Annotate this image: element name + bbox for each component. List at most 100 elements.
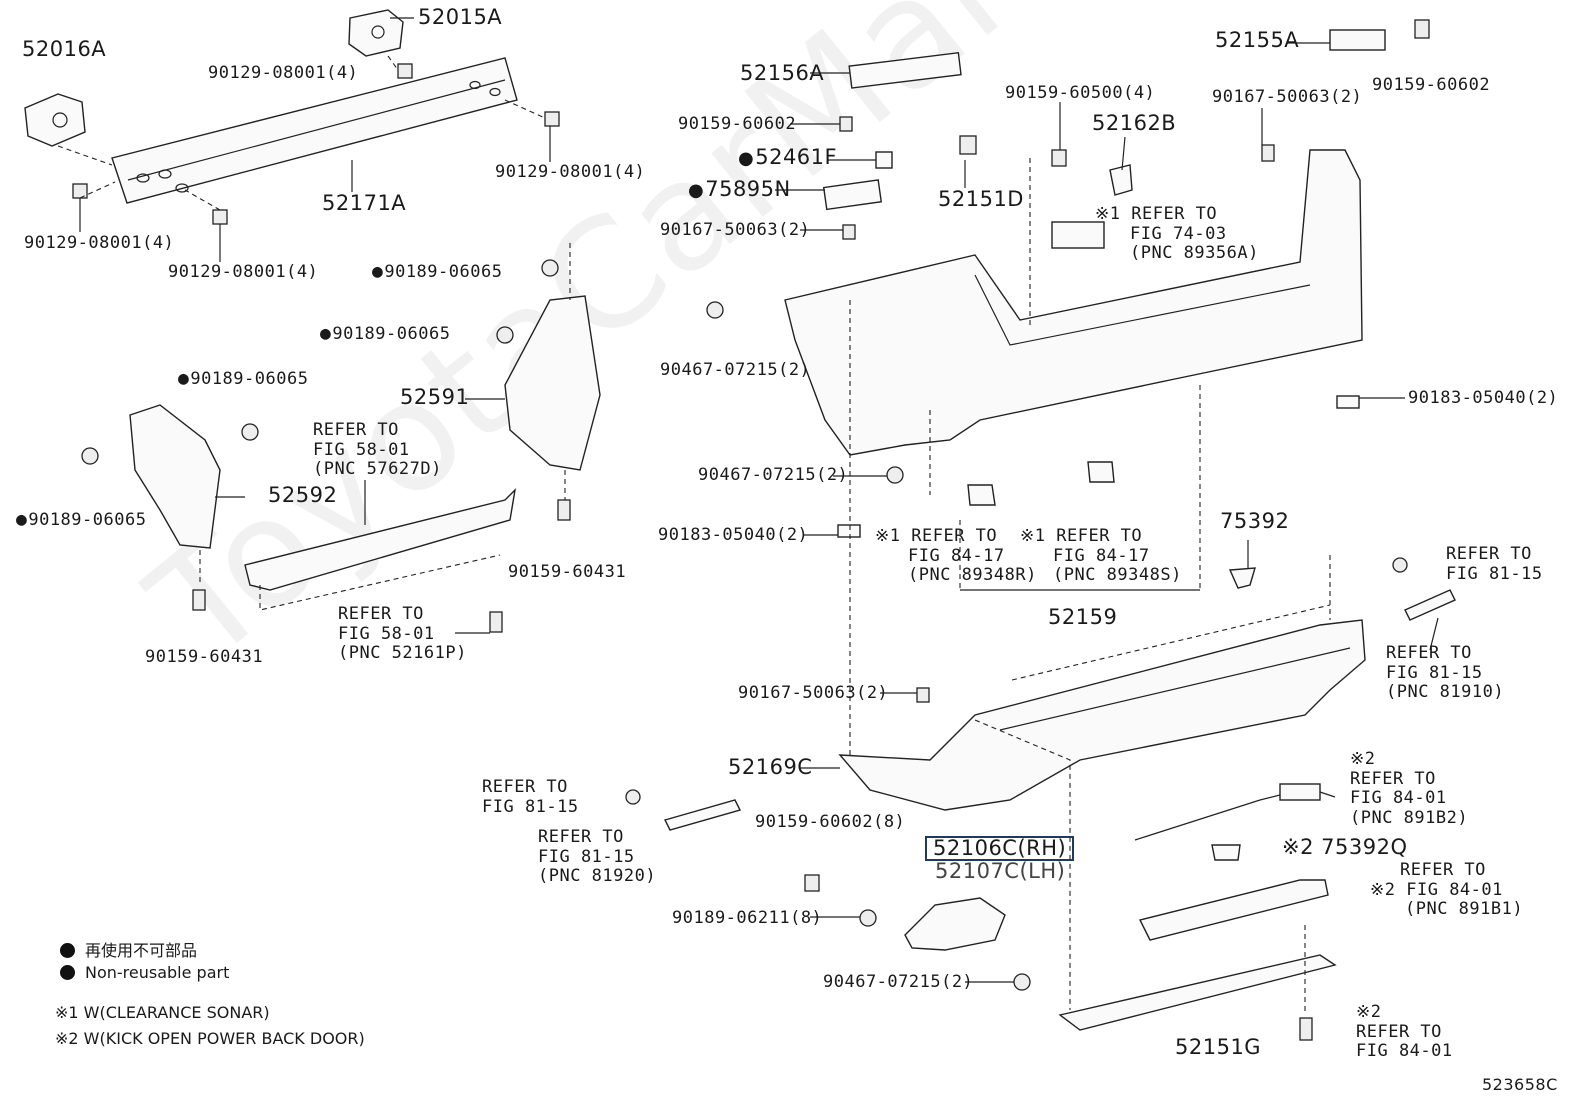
refer-text: FIG 84-01: [1406, 879, 1503, 900]
bolt-label-90467-b: 90467-07215(2): [698, 465, 849, 485]
part-label-75392q: 2 75392Q: [1282, 835, 1408, 859]
refer-line: 1 REFER TO: [1095, 204, 1259, 225]
refer-text: REFER TO: [1056, 526, 1143, 546]
refer-line: (PNC 57627D): [313, 459, 442, 479]
part-label-52015a: 52015A: [418, 5, 503, 29]
part-label-52171a: 52171A: [322, 191, 407, 215]
part-label-52107c: 52107C(LH): [935, 859, 1066, 883]
refer-line: (PNC 891B1): [1405, 899, 1524, 919]
refer-line: FIG 84-01: [1356, 1041, 1453, 1061]
refer-line: 1 REFER TO: [1020, 526, 1182, 547]
bracket-52155a-part: [1329, 29, 1386, 51]
mark-2: 2: [1350, 749, 1468, 770]
bracket-52016a-part: [24, 93, 86, 147]
part-label-52591: 52591: [400, 385, 470, 409]
refer-line: (PNC 89356A): [1130, 243, 1259, 263]
refer-fig-84-17-89348r: 1 REFER TO FIG 84-17 (PNC 89348R): [875, 526, 1037, 586]
mark-1: 1: [1020, 526, 1046, 546]
part-label-52151d: 52151D: [938, 187, 1024, 211]
refer-fig-81-15-top: REFER TO FIG 81-15: [1446, 544, 1543, 584]
refer-line: FIG 58-01: [338, 623, 435, 644]
non-reusable-dot-icon: [60, 943, 75, 958]
refer-line: REFER TO: [1356, 1021, 1442, 1042]
refer-line: REFER TO: [1386, 643, 1472, 663]
refer-fig-74-03: 1 REFER TO FIG 74-03 (PNC 89356A): [1095, 204, 1259, 264]
refer-line: 2 FIG 84-01: [1370, 879, 1523, 901]
part-label-52162b: 52162B: [1092, 111, 1177, 135]
part-label-75895n: 75895N: [688, 179, 791, 200]
bolt-label-90129-bottom: 90129-08001(4): [168, 262, 319, 282]
clip-label-90189-a: 90189-06065: [372, 262, 502, 282]
bolt-label-90159-60602-c: 90159-60602: [1372, 75, 1491, 95]
lower-cover-part: [838, 555, 1366, 811]
refer-text: REFER TO: [1400, 860, 1486, 880]
mark-2: 2: [1282, 835, 1314, 859]
refer-fig-84-01-891b2: 2 REFER TO FIG 84-01 (PNC 891B2): [1350, 749, 1469, 828]
refer-line: FIG 81-15: [1446, 563, 1543, 584]
refer-line: (PNC 52161P): [338, 643, 467, 663]
figure-id: 523658C: [1482, 1075, 1558, 1094]
bolt-label-90467-c: 90467-07215(2): [823, 972, 974, 992]
refer-line: (PNC 81920): [538, 866, 657, 886]
retainer-52591-part: [504, 243, 601, 521]
bolt-label-90129-right: 90129-08001(4): [495, 162, 646, 182]
bolt-label-90167-c: 90167-50063(2): [1212, 87, 1363, 107]
part-label-52155a: 52155A: [1215, 28, 1300, 52]
refer-line: (PNC 89348R): [908, 565, 1037, 585]
refer-fig-58-01-52161p: REFER TO FIG 58-01 (PNC 52161P): [338, 604, 467, 664]
bracket-52156a-part: [848, 51, 962, 89]
refer-text: REFER TO: [911, 526, 998, 546]
mark-2: 2: [1356, 1002, 1453, 1023]
refer-line: (PNC 891B2): [1350, 807, 1469, 828]
part-label-75392: 75392: [1220, 509, 1290, 533]
retainer-52592-part: [129, 404, 221, 611]
mark-1: 1: [1095, 204, 1121, 224]
lower-retainer-part: [1058, 954, 1337, 1031]
part-label-52156a: 52156A: [740, 61, 825, 85]
refer-line: REFER TO: [313, 420, 399, 440]
legend-en: Non-reusable part: [60, 963, 229, 982]
clip-label-90189-b: 90189-06065: [320, 324, 450, 344]
non-reusable-dot-icon: [60, 965, 75, 980]
bolt-label-90189-06211: 90189-06211(8): [672, 908, 823, 928]
bumper-cover-part: [784, 149, 1363, 591]
part-label-52016a: 52016A: [22, 37, 107, 61]
part-label-52106c-highlighted: 52106C(RH): [925, 836, 1075, 861]
refer-fig-84-01-891b1: REFER TO 2 FIG 84-01 (PNC 891B1): [1370, 860, 1524, 920]
refer-line: FIG 81-15: [482, 796, 579, 817]
legend-jp: 再使用不可部品: [60, 937, 197, 961]
refer-line: FIG 81-15: [1386, 662, 1483, 683]
legend-note-2: ※2 W(KICK OPEN POWER BACK DOOR): [55, 1029, 365, 1048]
exhaust-finisher-part: [904, 897, 1006, 951]
refer-line: REFER TO: [538, 827, 624, 847]
refer-line: (PNC 89348S): [1053, 565, 1182, 585]
refer-line: FIG 81-15: [538, 846, 635, 867]
refer-fig-81-15-left: REFER TO FIG 81-15: [482, 777, 579, 817]
part-label-52159: 52159: [1048, 605, 1118, 629]
refer-text: REFER TO: [1131, 204, 1218, 224]
bolt-label-90159-60431-b: 90159-60431: [145, 647, 264, 667]
mark-1: 1: [875, 526, 901, 546]
clip-label-90159-60500: 90159-60500(4): [1005, 83, 1156, 103]
refer-fig-84-01-bottom: 2 REFER TO FIG 84-01: [1356, 1002, 1453, 1062]
reinforcement-beam-part: [111, 57, 518, 204]
part-label-52151g: 52151G: [1175, 1035, 1262, 1059]
legend-jp-text: 再使用不可部品: [85, 941, 198, 960]
refer-line: FIG 74-03: [1130, 223, 1227, 244]
refer-line: 1 REFER TO: [875, 526, 1037, 547]
bolt-icons-upper: [72, 63, 560, 225]
bolt-label-90159-60431-a: 90159-60431: [508, 562, 627, 582]
bracket-52015a-part: [348, 9, 404, 57]
refer-line: FIG 84-01: [1350, 788, 1447, 808]
part-label-52169c: 52169C: [728, 755, 813, 779]
refer-fig-58-01-57627d: REFER TO FIG 58-01 (PNC 57627D): [313, 420, 442, 480]
refer-line: FIG 84-17: [908, 545, 1005, 566]
bolt-label-90183-a: 90183-05040(2): [658, 525, 809, 545]
bolt-label-90129-top: 90129-08001(4): [208, 63, 359, 83]
legend-note-1: ※1 W(CLEARANCE SONAR): [55, 1003, 270, 1022]
bolt-label-90159-60602-b: 90159-60602(8): [755, 812, 906, 832]
mark-2: 2: [1370, 880, 1396, 900]
lower-spacer-part: [244, 487, 517, 611]
clip-label-90189-c: 90189-06065: [178, 369, 308, 389]
